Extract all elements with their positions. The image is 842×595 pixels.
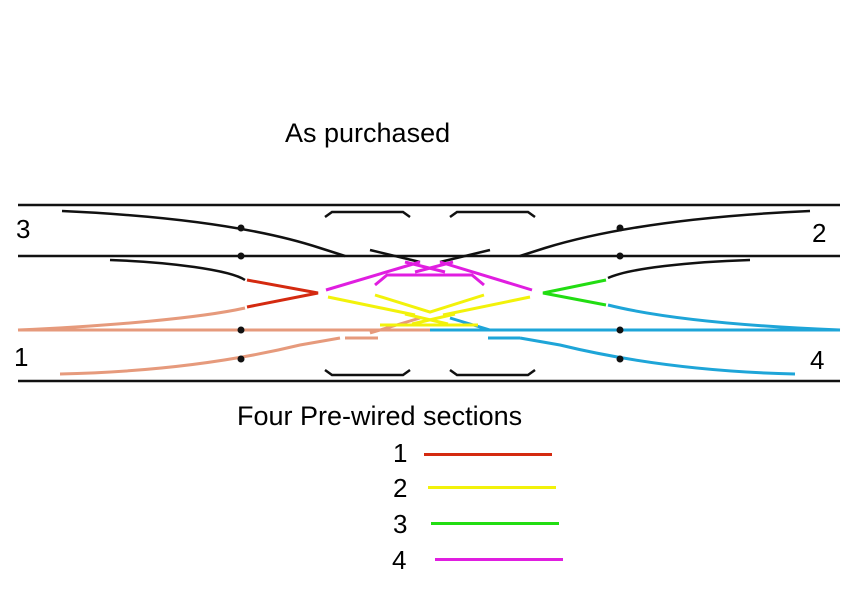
crossing-wing-left — [369, 248, 421, 264]
section-4-diamond-right — [439, 260, 533, 292]
section-3-frog-shape — [542, 278, 607, 307]
section-4-diamond-cross-b — [414, 260, 454, 274]
joiner — [616, 326, 624, 334]
legend-swatch-line — [435, 558, 563, 561]
crossing-wing-right — [439, 248, 491, 264]
joiner — [237, 224, 245, 232]
section-1-frog — [246, 278, 319, 309]
section-1-lower-curve — [59, 336, 341, 376]
diagram-title: As purchased — [285, 118, 451, 148]
section-4-lower-curve — [519, 336, 796, 376]
section-1-frog-shape — [246, 278, 319, 309]
joiner — [616, 252, 624, 260]
rail-joiners — [237, 224, 624, 363]
curve-top-right — [519, 209, 811, 258]
track-end-label-bottom-left: 1 — [14, 342, 29, 372]
guard-top-right — [449, 210, 536, 219]
section-4-inner-top — [374, 273, 485, 287]
legend-item-label: 1 — [393, 438, 408, 468]
track-end-label-top-right: 2 — [812, 218, 827, 248]
guard-bottom-left — [324, 368, 411, 377]
section-1-tracks — [17, 306, 430, 376]
section-2-cross-b — [411, 312, 456, 326]
section-3-frog — [542, 278, 607, 307]
joiner — [237, 355, 245, 363]
joiner — [237, 326, 245, 334]
joiner — [237, 252, 245, 260]
joiner — [616, 355, 624, 363]
section-2-inner-v — [374, 293, 485, 314]
section-4-tracks — [430, 303, 841, 376]
joiner — [616, 224, 624, 232]
section-1-curve — [17, 306, 246, 332]
legend-item-label: 4 — [392, 545, 407, 575]
section-2-diamond — [327, 293, 531, 327]
legend-item-label: 3 — [393, 509, 408, 539]
section-4-diamond — [325, 260, 533, 292]
section-4-diamond-left — [325, 260, 421, 292]
curve-top-left — [61, 209, 346, 258]
track-end-label-top-left: 3 — [16, 214, 31, 244]
legend-item-label: 2 — [393, 473, 408, 503]
section-4-diamond-cross-a — [404, 260, 446, 274]
legend-swatch-line — [431, 522, 559, 525]
guard-bottom-right — [449, 368, 536, 377]
guard-top-left — [324, 210, 411, 219]
section-4-curve — [607, 303, 841, 332]
curve-upper-left — [109, 258, 246, 282]
section-2-diamond-left — [327, 295, 416, 317]
curve-upper-right — [607, 258, 751, 280]
legend-swatch-line — [428, 486, 556, 489]
rail-lines — [18, 203, 840, 383]
legend-title: Four Pre-wired sections — [237, 401, 523, 431]
legend-swatch-line — [424, 453, 552, 456]
track-end-label-bottom-right: 4 — [810, 345, 825, 375]
section-2-cross-a — [404, 312, 449, 326]
section-2-diamond-right — [442, 295, 531, 317]
